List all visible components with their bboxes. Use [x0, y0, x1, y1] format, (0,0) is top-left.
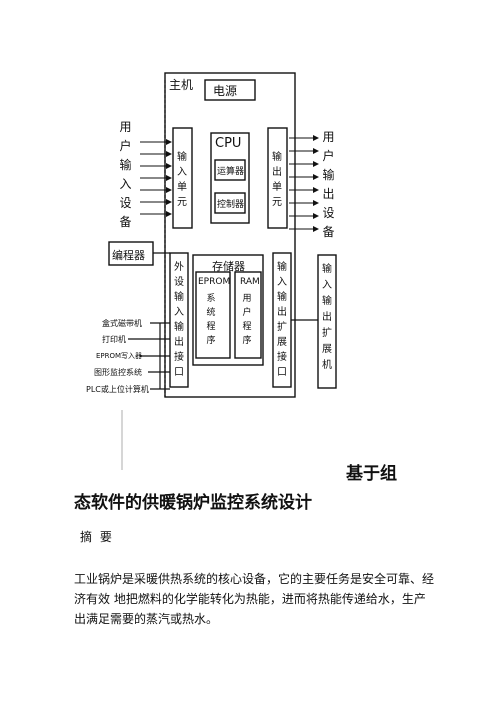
- abstract-paragraph: 工业锅炉是采暖供热系统的核心设备，它的主要任务是安全可靠、经济有效 地把燃料的化…: [74, 572, 435, 626]
- controller-box: [214, 192, 246, 214]
- peripheral-eprom-writer: EPROM写入器: [96, 352, 143, 360]
- cpu-box: [210, 132, 250, 224]
- peripheral-plc-host: PLC或上位计算机: [86, 385, 149, 394]
- peripheral-cassette: 盒式磁带机: [102, 319, 142, 328]
- user-output-devices-label: 用户输出设备: [322, 130, 335, 239]
- diagram-lines: [108, 72, 337, 470]
- title-part1: 基于组: [346, 464, 397, 484]
- eprom-label: EPROM: [198, 277, 231, 287]
- peripheral-printer: 打印机: [102, 335, 126, 344]
- memory-box: [192, 254, 264, 366]
- user-input-devices-label: 用户输入设备: [119, 120, 132, 229]
- io-expansion-unit-label: 输入输出扩展机: [322, 264, 332, 371]
- user-program-label: 用户程序: [242, 294, 252, 346]
- peripheral-graphic-monitor: 图形监控系统: [94, 368, 142, 377]
- cpu-label: CPU: [215, 136, 242, 151]
- ram-box: [234, 271, 262, 359]
- power-box: [204, 79, 256, 101]
- controller-label: 控制器: [217, 200, 245, 210]
- io-expansion-unit-box: [317, 254, 337, 389]
- external-io-box: [169, 252, 189, 388]
- abstract-heading: 摘 要: [80, 530, 114, 544]
- system-program-label: 系统程序: [206, 294, 216, 346]
- io-expansion-interface-label: 输入输出扩展接口: [277, 262, 287, 378]
- memory-label: 存储器: [212, 260, 245, 273]
- external-io-label: 外设输入输出接口: [174, 262, 184, 378]
- programmer-label: 编程器: [112, 249, 145, 262]
- plc-structure-diagram: 主机 电源 CPU 运算器 控制器 用户输入设备 输入单元 输出单元 用户输出设…: [86, 72, 337, 470]
- input-unit-box: [172, 127, 193, 229]
- power-label: 电源: [213, 84, 238, 98]
- eprom-box: [195, 271, 231, 359]
- output-unit-box: [267, 127, 288, 229]
- ram-label: RAM: [240, 277, 260, 287]
- output-unit-label: 输出单元: [272, 152, 282, 208]
- alu-box: [214, 159, 246, 181]
- alu-label: 运算器: [217, 167, 245, 177]
- input-unit-label: 输入单元: [177, 152, 187, 208]
- title-part2: 态软件的供暖锅炉监控系统设计: [74, 493, 312, 513]
- host-label: 主机: [169, 78, 194, 92]
